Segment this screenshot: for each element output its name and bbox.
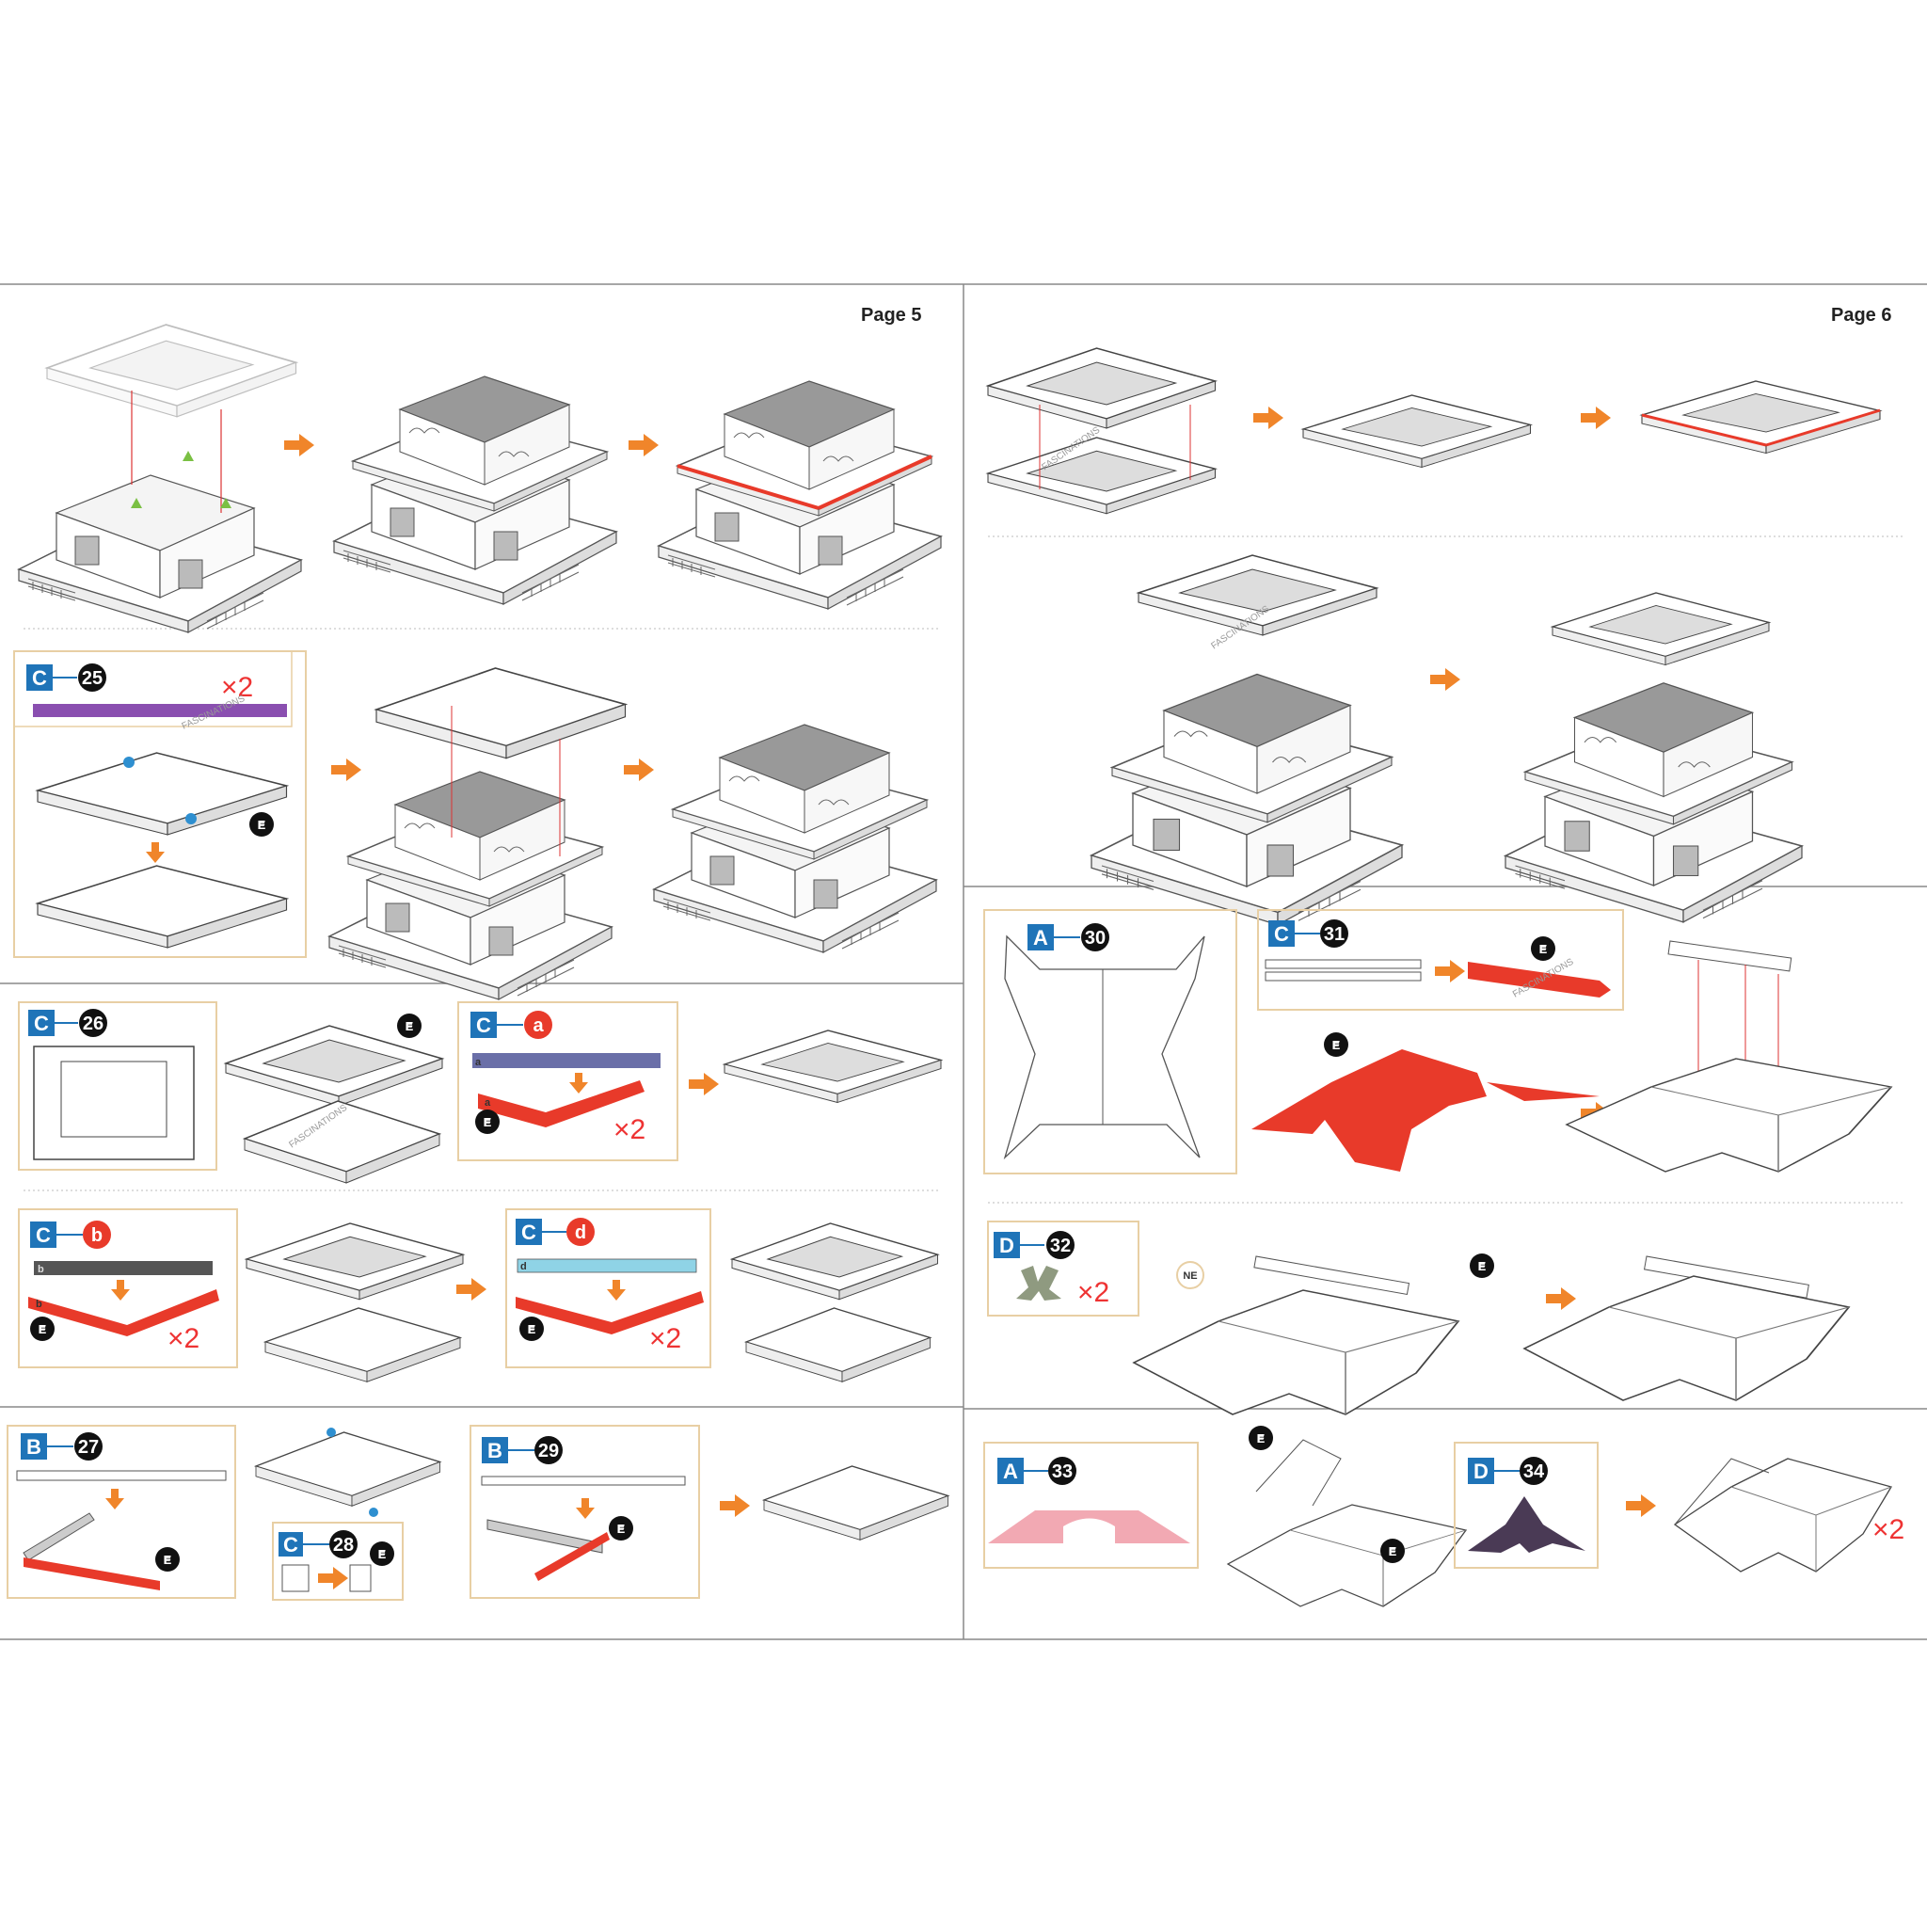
svg-text:E: E bbox=[1257, 1434, 1264, 1445]
svg-text:E: E bbox=[1389, 1547, 1395, 1558]
arrow-right-icon bbox=[318, 1567, 348, 1589]
svg-text:a: a bbox=[533, 1015, 544, 1036]
arrow-right-icon bbox=[1435, 960, 1465, 982]
svg-text:32: 32 bbox=[1050, 1236, 1071, 1256]
svg-text:C: C bbox=[1274, 922, 1289, 946]
step-26-panel: C 26 bbox=[18, 1001, 217, 1171]
svg-text:E: E bbox=[1478, 1262, 1485, 1273]
step-27-panel: B 27 E bbox=[7, 1425, 236, 1599]
arrow-down-icon bbox=[146, 842, 165, 863]
svg-text:C: C bbox=[283, 1533, 298, 1557]
step-31-panel: C 31 E FASCINATIONS bbox=[1257, 909, 1624, 1011]
step-number: 25 bbox=[82, 668, 103, 689]
svg-text:33: 33 bbox=[1052, 1461, 1073, 1482]
step-a-panel: C a a a E ×2 bbox=[457, 1001, 678, 1161]
arrow-down-icon bbox=[576, 1498, 595, 1519]
arrow-down-icon bbox=[569, 1073, 588, 1094]
svg-text:a: a bbox=[475, 1057, 482, 1068]
svg-text:×2: ×2 bbox=[167, 1323, 199, 1354]
svg-text:D: D bbox=[1473, 1460, 1489, 1483]
step-25-assembly bbox=[329, 667, 627, 999]
svg-text:C: C bbox=[36, 1223, 51, 1247]
arrow-right-icon bbox=[720, 1494, 750, 1517]
page-label-left: Page 5 bbox=[861, 305, 921, 326]
arrow-right-icon bbox=[624, 758, 654, 781]
sheet-letter: C bbox=[32, 666, 47, 690]
svg-text:34: 34 bbox=[1523, 1461, 1545, 1482]
multiplier: ×2 bbox=[1872, 1514, 1904, 1545]
arrow-right-icon bbox=[1626, 1494, 1656, 1517]
arrow-down-icon bbox=[111, 1280, 130, 1301]
step-30-panel: A 30 bbox=[983, 909, 1237, 1174]
page-label-right: Page 6 bbox=[1831, 305, 1891, 326]
arrow-down-icon bbox=[607, 1280, 626, 1301]
svg-text:×2: ×2 bbox=[649, 1323, 681, 1354]
page6-middle-assembly: FASCINATIONS bbox=[1091, 554, 1402, 925]
svg-text:A: A bbox=[1003, 1460, 1018, 1483]
svg-text:C: C bbox=[34, 1012, 49, 1035]
step-26-assembly: E FASCINATIONS bbox=[225, 1014, 443, 1184]
svg-text:b: b bbox=[91, 1225, 103, 1246]
svg-text:E: E bbox=[406, 1022, 412, 1033]
svg-text:29: 29 bbox=[538, 1441, 559, 1461]
svg-text:E: E bbox=[484, 1118, 490, 1129]
step-34-panel: D 34 bbox=[1454, 1442, 1599, 1569]
svg-text:C: C bbox=[521, 1221, 536, 1244]
sheet-badge bbox=[26, 664, 53, 691]
svg-text:D: D bbox=[999, 1234, 1014, 1257]
step-25-panel: C 25 ×2 FASCINATIONS E bbox=[13, 650, 307, 958]
svg-text:E: E bbox=[617, 1525, 624, 1536]
arrow-right-icon bbox=[456, 1278, 486, 1301]
svg-text:28: 28 bbox=[333, 1535, 354, 1556]
panel-borders bbox=[0, 283, 1927, 1640]
arrow-right-icon bbox=[284, 434, 314, 456]
svg-text:27: 27 bbox=[78, 1437, 99, 1458]
step-32-assembly: NE E bbox=[1133, 1253, 1494, 1415]
step-33-panel: A 33 bbox=[983, 1442, 1199, 1569]
svg-text:C: C bbox=[476, 1014, 491, 1037]
arrow-right-icon bbox=[1430, 668, 1460, 691]
svg-text:NE: NE bbox=[1183, 1270, 1197, 1282]
svg-text:A: A bbox=[1033, 926, 1048, 950]
svg-text:E: E bbox=[1332, 1041, 1339, 1052]
step-28-panel: C 28 E bbox=[272, 1522, 404, 1601]
svg-text:d: d bbox=[520, 1261, 527, 1272]
step-31-red-roof: E bbox=[1251, 1032, 1600, 1172]
svg-text:B: B bbox=[26, 1435, 41, 1459]
step-33-assembly: E E bbox=[1227, 1426, 1467, 1607]
svg-text:E: E bbox=[528, 1325, 534, 1336]
svg-text:26: 26 bbox=[83, 1014, 104, 1034]
svg-text:30: 30 bbox=[1085, 928, 1106, 949]
svg-text:B: B bbox=[487, 1439, 502, 1462]
part-purple bbox=[33, 704, 287, 717]
arrow-right-icon bbox=[1581, 407, 1611, 429]
svg-text:×2: ×2 bbox=[613, 1114, 645, 1145]
svg-text:E: E bbox=[378, 1550, 385, 1561]
step-d-panel: C d d E ×2 bbox=[505, 1208, 711, 1368]
step-31-assembly bbox=[1566, 940, 1892, 1173]
arrow-right-icon bbox=[331, 758, 361, 781]
step-32-panel: D 32 ×2 bbox=[987, 1221, 1139, 1317]
arrow-down-icon bbox=[105, 1489, 124, 1509]
svg-text:d: d bbox=[575, 1222, 586, 1243]
step-24-row bbox=[18, 324, 941, 633]
step-b-panel: C b b b E ×2 bbox=[18, 1208, 238, 1368]
svg-text:E: E bbox=[258, 821, 264, 832]
svg-text:×2: ×2 bbox=[1077, 1277, 1109, 1308]
step-29-panel: B 29 E bbox=[470, 1425, 700, 1599]
svg-text:E: E bbox=[164, 1556, 170, 1567]
svg-text:E: E bbox=[1539, 945, 1546, 956]
svg-text:b: b bbox=[38, 1264, 44, 1275]
page6-top-row: FASCINATIONS bbox=[987, 347, 1881, 515]
arrow-right-icon bbox=[689, 1073, 719, 1095]
svg-text:31: 31 bbox=[1324, 924, 1345, 945]
arrow-right-icon bbox=[629, 434, 659, 456]
arrow-right-icon bbox=[1253, 407, 1283, 429]
multiplier: ×2 bbox=[221, 672, 253, 703]
arrow-right-icon bbox=[1546, 1287, 1576, 1310]
svg-text:b: b bbox=[36, 1299, 42, 1310]
svg-text:a: a bbox=[485, 1097, 491, 1109]
svg-text:E: E bbox=[39, 1325, 45, 1336]
